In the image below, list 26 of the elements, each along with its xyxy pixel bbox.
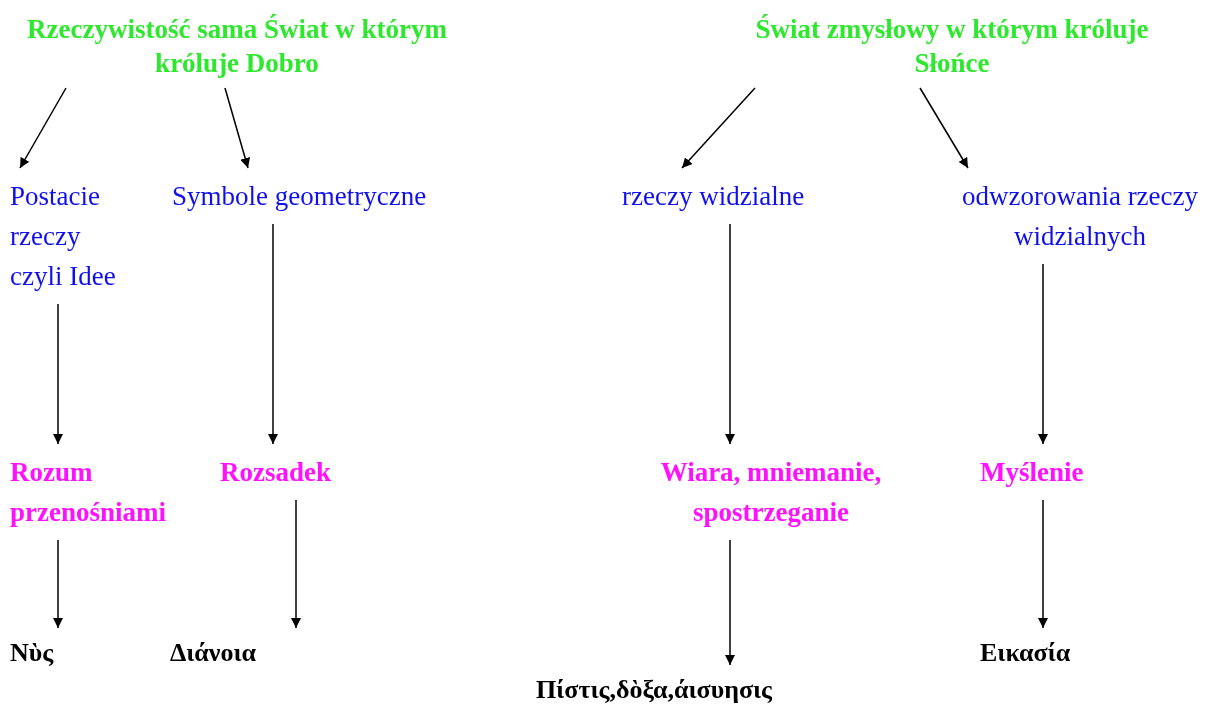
arrow (1038, 499, 1048, 629)
faculty-label: Rozum przenośniami (10, 456, 167, 529)
greek-term: Εικασία (980, 637, 1071, 669)
concept-label: rzeczy widzialne (622, 180, 805, 213)
greek-term: Πίστις,δὸξα,άισυησις (536, 674, 773, 706)
arrow (53, 303, 63, 445)
arrow (53, 539, 63, 629)
arrow (224, 87, 251, 169)
greek-term: Νὺς (10, 637, 54, 669)
arrow (725, 539, 735, 666)
arrow (919, 87, 969, 169)
arrow (725, 223, 735, 445)
faculty-label: Rozsadek (220, 456, 331, 489)
arrow (291, 499, 301, 629)
concept-label: odwzorowania rzeczy widzialnych (960, 180, 1200, 253)
arrow (19, 87, 67, 169)
heading-text: Świat zmysłowy w którym króluje Słońce (754, 13, 1150, 80)
arrow (1038, 263, 1048, 445)
arrow (268, 223, 278, 445)
concept-label: Symbole geometryczne (172, 180, 427, 213)
arrow (681, 87, 756, 169)
greek-term: Διάνοια (170, 637, 257, 669)
concept-label: Postacie rzeczy czyli Idee (10, 180, 117, 293)
heading-text: Rzeczywistość sama Świat w którym króluje Dobro (26, 13, 448, 80)
faculty-label: Myślenie (980, 456, 1084, 489)
faculty-label: Wiara, mniemanie, spostrzeganie (659, 456, 883, 529)
